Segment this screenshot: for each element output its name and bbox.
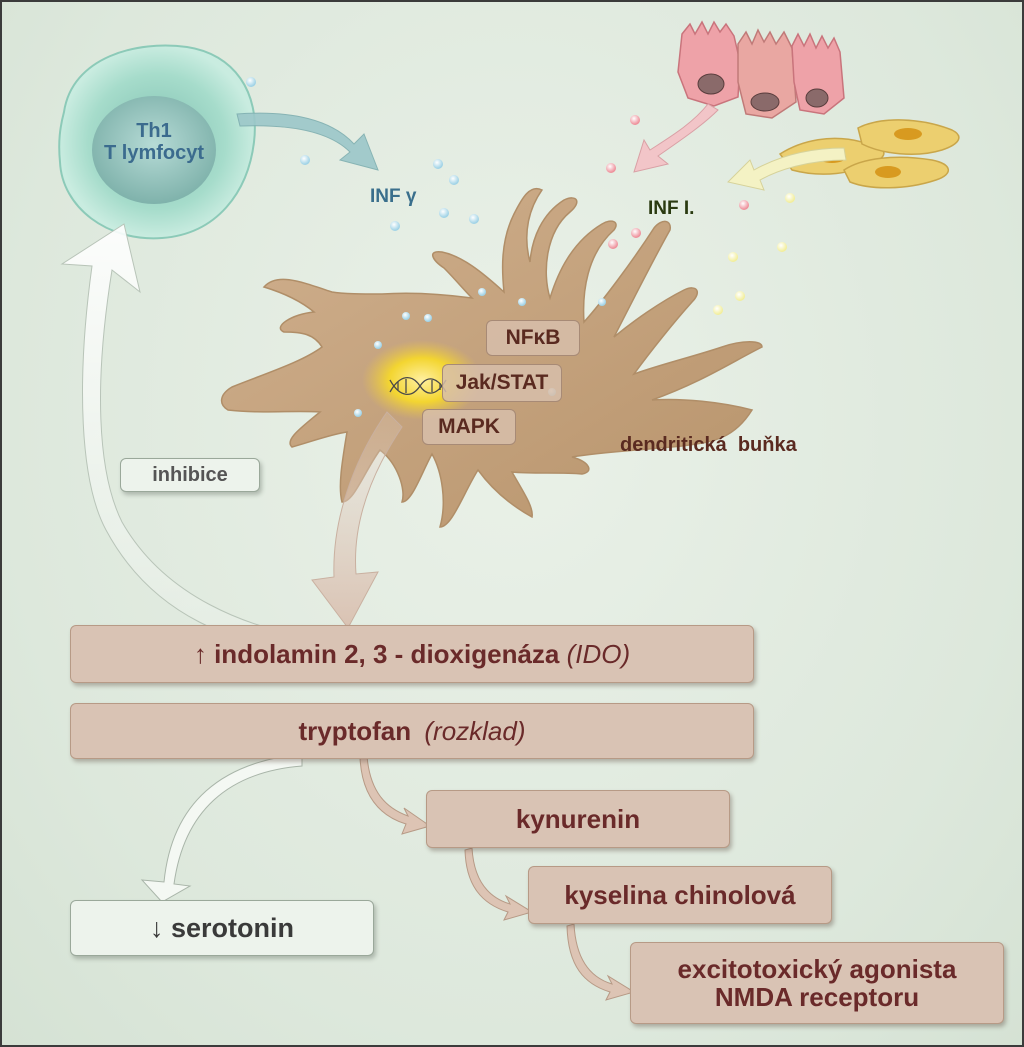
dendritic-cell [220, 187, 763, 528]
receptor-dot [598, 298, 606, 306]
serotonin-box: ↓ serotonin [70, 900, 374, 956]
pathway-jak-stat: Jak/STAT [442, 364, 562, 402]
inf-gamma-label: INF γ [370, 186, 417, 207]
inf-gamma-dot [390, 221, 400, 231]
arrow-tcell-to-infgamma [236, 112, 379, 171]
inf-type1-dot [630, 115, 640, 125]
tryptophan-text: tryptofan [298, 715, 419, 746]
inf-gamma-dot [469, 214, 479, 224]
nmda-line2: NMDA receptoru [714, 982, 920, 1012]
serotonin-text: serotonin [163, 912, 294, 943]
arrow-to-serotonin [140, 753, 303, 903]
pathway-mapk: MAPK [422, 409, 516, 445]
epithelial-cells [677, 20, 845, 119]
inf-type1-label: INF I. [648, 198, 695, 219]
inf-type1-dot [739, 200, 749, 210]
inf-type1-dot [606, 163, 616, 173]
inf-type1-dot [728, 252, 738, 262]
t-cell-label-line2: T lymfocyt [103, 142, 205, 164]
inhibition-label-text: inhibice [152, 463, 228, 486]
inf-type1-dot [631, 228, 641, 238]
inf-type1-dot [713, 305, 723, 315]
kynurenine-box: kynurenin [426, 790, 730, 848]
dna-helix-icon [389, 377, 447, 395]
inf-type1-molecules-pink [606, 115, 749, 249]
arrow-to-nmda [566, 923, 636, 1001]
receptor-dot [374, 341, 382, 349]
arrow-to-kynurenin [359, 755, 432, 835]
receptor-dot [478, 288, 486, 296]
t-cell-label-line1: Th1 [136, 120, 172, 142]
nmda-box: excitotoxický agonista NMDA receptoru [630, 942, 1004, 1024]
tryptophan-note: (rozklad) [424, 715, 526, 746]
inf-type1-dot [608, 239, 618, 249]
receptor-dot [424, 314, 432, 322]
inf-gamma-molecules [246, 77, 479, 231]
quinolinic-acid-box: kyselina chinolová [528, 866, 832, 924]
inf-gamma-dot [246, 77, 256, 87]
inf-type1-dot [785, 193, 795, 203]
receptor-dot [402, 312, 410, 320]
ido-box: ↑ indolamin 2, 3 - dioxigenáza (IDO) [70, 625, 754, 683]
kynurenine-text: kynurenin [515, 803, 641, 834]
nmda-line1: excitotoxický agonista [677, 954, 957, 984]
ido-text: indolamin 2, 3 - dioxigenáza [206, 638, 567, 669]
inf-type1-molecules-yellow [713, 193, 795, 315]
t-cell-label: Th1 T lymfocyt [84, 120, 224, 164]
inf-type1-dot [777, 242, 787, 252]
inhibition-label: inhibice [120, 458, 260, 492]
up-arrow-icon: ↑ [193, 638, 207, 669]
arrow-fibroblast-to-inf [727, 147, 847, 191]
inf-gamma-dot [449, 175, 459, 185]
inf-gamma-dot [300, 155, 310, 165]
inf-gamma-dot [439, 208, 449, 218]
arrow-epithelial-to-inf [633, 103, 719, 173]
down-arrow-icon: ↓ [149, 912, 164, 943]
pathway-nfkb: NFκB [486, 320, 580, 356]
receptor-dot [518, 298, 526, 306]
ido-abbreviation: (IDO) [566, 638, 631, 669]
receptor-dot [354, 409, 362, 417]
quinolinic-acid-text: kyselina chinolová [564, 879, 796, 910]
tryptophan-box: tryptofan (rozklad) [70, 703, 754, 759]
inf-type1-dot [735, 291, 745, 301]
t-cell [58, 44, 256, 240]
arrow-inhibition [60, 223, 343, 655]
dendritic-cell-label: dendritická buňka [620, 434, 797, 456]
inf-gamma-dot [433, 159, 443, 169]
arrow-to-quinolinic [464, 847, 534, 921]
